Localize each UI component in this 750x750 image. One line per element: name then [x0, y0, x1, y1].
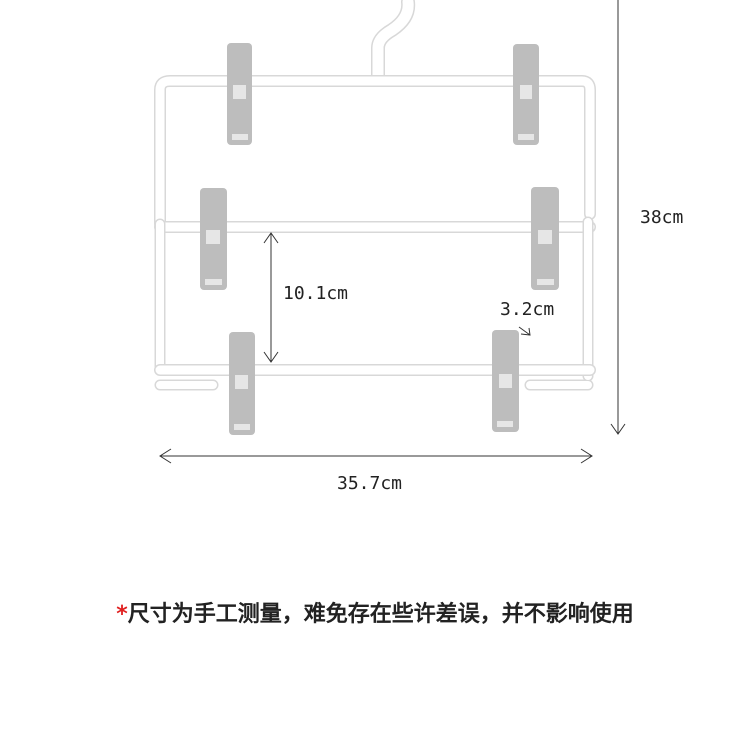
width-arrow — [159, 448, 593, 464]
measurement-note: *尺寸为手工测量，难免存在些许差误，并不影响使用 — [0, 596, 750, 628]
height-arrow — [610, 0, 626, 435]
asterisk-marker: * — [116, 602, 128, 627]
spacing-arrow — [263, 232, 279, 363]
width-label: 35.7cm — [337, 473, 403, 494]
clips — [200, 43, 559, 435]
height-label: 38cm — [640, 207, 684, 228]
dimension-lines — [159, 0, 626, 464]
note-text: 尺寸为手工测量，难免存在些许差误，并不影响使用 — [127, 602, 634, 627]
clip-width-label: 3.2cm — [500, 299, 555, 320]
bar-spacing-label: 10.1cm — [283, 283, 349, 304]
clip-width-arrow — [518, 326, 531, 336]
